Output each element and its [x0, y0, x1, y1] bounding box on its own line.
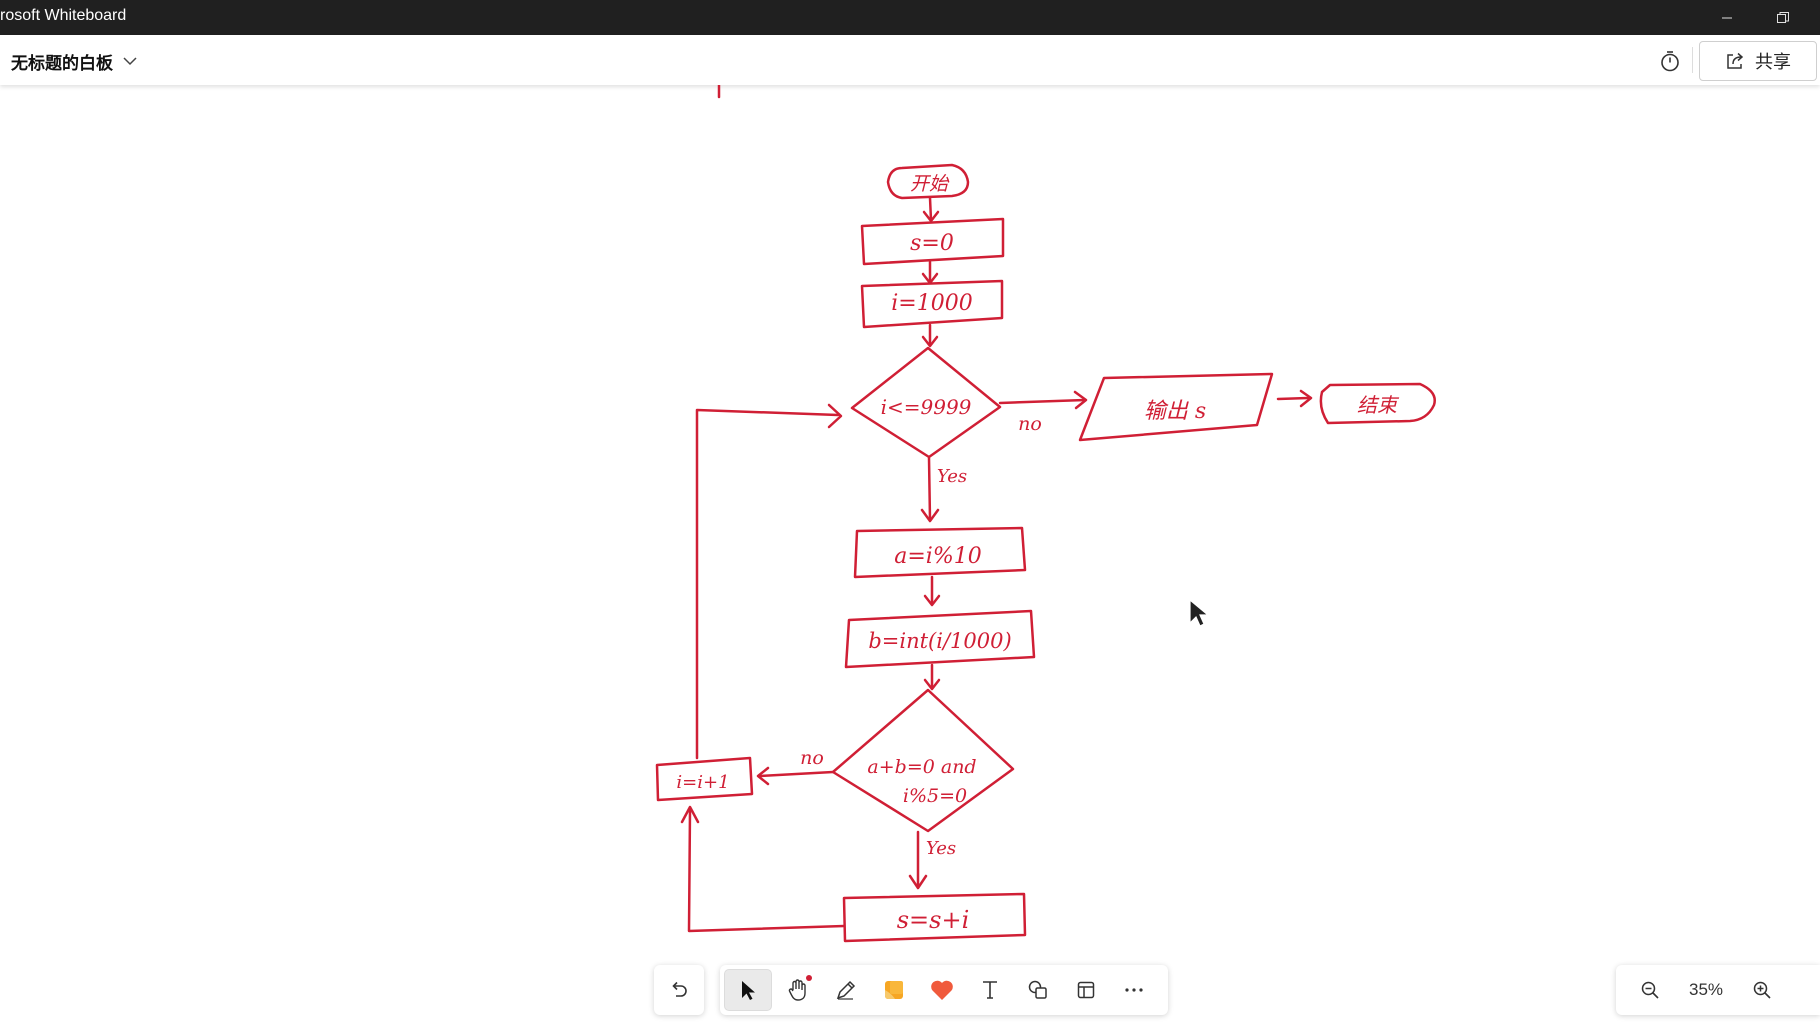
sticky-note-button[interactable] — [870, 969, 918, 1011]
node-output: 输出 s — [1144, 399, 1206, 424]
undo-button[interactable] — [654, 969, 704, 1011]
node-check-cond-line1: a+b=0 and — [867, 756, 976, 778]
top-bar: 无标题的白板 共享 — [0, 35, 1820, 85]
reaction-button[interactable] — [918, 969, 966, 1011]
more-icon — [1125, 988, 1143, 992]
sticky-note-icon — [885, 981, 903, 999]
select-arrow-icon — [742, 981, 755, 1000]
zoom-in-button[interactable] — [1738, 969, 1786, 1011]
zoom-controls: 35% — [1616, 965, 1820, 1015]
node-calc-a: a=i%10 — [894, 544, 981, 569]
divider — [1692, 47, 1693, 73]
shapes-icon — [1028, 980, 1047, 999]
board-title-dropdown[interactable]: 无标题的白板 — [11, 49, 137, 74]
node-loop-condition: i<=9999 — [881, 395, 972, 419]
pen-tool-button[interactable] — [822, 969, 870, 1011]
restore-icon — [1777, 11, 1789, 23]
flowchart-labels: 开始 s=0 i=1000 i<=9999 no 输出 s 结束 Yes a=i… — [676, 173, 1400, 934]
board-title: 无标题的白板 — [11, 54, 113, 73]
node-increment: i=i+1 — [676, 772, 729, 793]
text-tool-button[interactable] — [966, 969, 1014, 1011]
window-titlebar: rosoft Whiteboard — [0, 0, 1820, 35]
node-check-cond-line2: i%5=0 — [903, 785, 967, 807]
share-label: 共享 — [1755, 52, 1791, 72]
zoom-level: 35% — [1688, 980, 1724, 999]
chevron-down-icon — [123, 57, 137, 66]
undo-icon — [672, 981, 687, 997]
pan-tool-button[interactable] — [774, 969, 822, 1011]
share-icon — [1727, 52, 1744, 69]
select-tool-button[interactable] — [724, 969, 772, 1011]
label-no-1: no — [1018, 413, 1042, 435]
timer-icon — [1661, 51, 1679, 72]
text-icon — [983, 981, 997, 999]
reaction-heart-icon — [931, 980, 953, 1000]
templates-button[interactable] — [1062, 969, 1110, 1011]
whiteboard-canvas[interactable]: 开始 s=0 i=1000 i<=9999 no 输出 s 结束 Yes a=i… — [0, 85, 1820, 1023]
label-yes-2: Yes — [926, 838, 956, 859]
zoom-out-icon — [1641, 981, 1659, 999]
node-init-i: i=1000 — [891, 291, 972, 316]
mouse-cursor-icon — [1189, 598, 1210, 627]
label-yes-1: Yes — [937, 466, 967, 487]
minimize-button[interactable] — [1704, 0, 1750, 35]
flowchart-ink — [655, 85, 1436, 943]
share-button[interactable]: 共享 — [1699, 41, 1817, 81]
undo-toolbar — [654, 965, 704, 1015]
pan-hand-icon — [788, 979, 806, 1001]
zoom-in-icon — [1753, 981, 1771, 999]
pen-icon — [836, 980, 856, 1000]
app-title: rosoft Whiteboard — [0, 7, 127, 24]
restore-button[interactable] — [1760, 0, 1806, 35]
node-accumulate: s=s+i — [897, 906, 970, 934]
node-start: 开始 — [910, 173, 950, 195]
more-options-button[interactable] — [1110, 969, 1158, 1011]
label-no-2: no — [800, 747, 824, 769]
main-toolbar — [720, 965, 1168, 1015]
template-icon — [1077, 981, 1095, 999]
node-end: 结束 — [1357, 393, 1400, 417]
minimize-icon — [1722, 17, 1732, 18]
node-calc-b: b=int(i/1000) — [868, 629, 1011, 653]
timer-button[interactable] — [1655, 46, 1685, 76]
active-dot — [806, 975, 812, 981]
zoom-out-button[interactable] — [1626, 969, 1674, 1011]
shapes-tool-button[interactable] — [1014, 969, 1062, 1011]
node-init-s: s=0 — [910, 231, 954, 256]
